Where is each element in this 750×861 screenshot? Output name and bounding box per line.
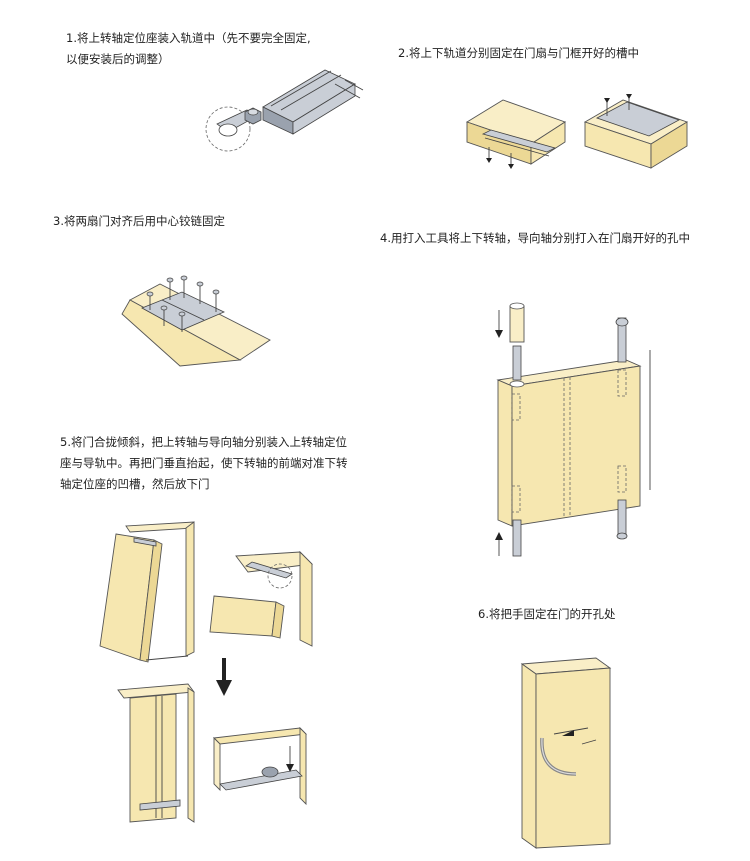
figure-3-center-hinge: [120, 270, 280, 370]
step-5-line-1: 5.将门合拢倾斜，把上转轴与导向轴分别装入上转轴定位: [60, 435, 347, 449]
step-5-text: 5.将门合拢倾斜，把上转轴与导向轴分别装入上转轴定位 座与导轨中。再把门垂直抬起…: [60, 432, 348, 495]
figure-2-rails-fixing: [455, 92, 695, 182]
step-6-line-1: 6.将把手固定在门的开孔处: [478, 607, 615, 621]
step-6-text: 6.将把手固定在门的开孔处: [478, 604, 615, 625]
step-3-line-1: 3.将两扇门对齐后用中心铰链固定: [53, 214, 225, 228]
step-5-line-3: 轴定位座的凹槽，然后放下门: [60, 477, 210, 491]
step-2-text: 2.将上下轨道分别固定在门扇与门框开好的槽中: [398, 43, 639, 64]
step-1-line-2: 以便安装后的调整）: [66, 52, 170, 66]
figure-4-pivots-door: [490, 300, 660, 565]
step-2-line-1: 2.将上下轨道分别固定在门扇与门框开好的槽中: [398, 46, 639, 60]
figure-5-door-install-sequence: [96, 520, 328, 830]
figure-1-pivot-seat-track: [195, 62, 365, 162]
step-3-text: 3.将两扇门对齐后用中心铰链固定: [53, 211, 225, 232]
step-1-line-1: 1.将上转轴定位座装入轨道中（先不要完全固定,: [66, 31, 311, 45]
figure-6-handle-door: [518, 656, 618, 852]
step-4-line-1: 4.用打入工具将上下转轴，导向轴分别打入在门扇开好的孔中: [380, 231, 690, 245]
step-4-text: 4.用打入工具将上下转轴，导向轴分别打入在门扇开好的孔中: [380, 228, 690, 249]
step-5-line-2: 座与导轨中。再把门垂直抬起，使下转轴的前端对准下转: [60, 456, 348, 470]
